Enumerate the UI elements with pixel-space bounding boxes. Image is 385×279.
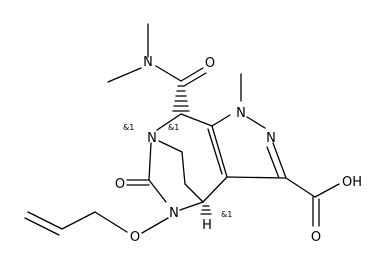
bond-ch2-bridgehead (184, 183, 204, 203)
atom-n-lactam: N (169, 206, 179, 221)
atom-n-amide: N (143, 55, 153, 70)
atom-n2: N (266, 131, 276, 146)
bridgehead-h-hash (200, 205, 212, 215)
stereo-labels: &1 &1 &1 (123, 123, 232, 219)
stereo-label-c-bridgehead: &1 (221, 210, 232, 219)
bond-allyl-db-a (27, 211, 63, 230)
atom-oh: OH (342, 175, 362, 190)
atom-o-acid: O (311, 230, 321, 245)
atom-labels: N O N N N O N O OH O H (115, 55, 362, 245)
atom-n1: N (236, 106, 246, 121)
bond-calpha-c7a (180, 113, 213, 127)
bond-cooh-oh (314, 183, 340, 198)
bond-carbonyl-o-b (183, 72, 207, 87)
atom-o-amide: O (205, 56, 215, 71)
atom-o-lactam: O (115, 177, 125, 192)
bond-c3-cooh (285, 177, 316, 198)
bond-nbridge-co (148, 142, 152, 181)
stereo-label-c-alpha: &1 (168, 123, 179, 132)
bond-n2-c3-a (272, 142, 287, 179)
bond-c3a-c7a-a (211, 125, 228, 178)
bond-allyl-db-b (24, 217, 60, 236)
bond-nme-left (107, 67, 142, 83)
bond-n1-n2 (246, 116, 266, 129)
bond-nlactam-bridgehead (179, 201, 204, 211)
bond-co-nlactam (148, 179, 167, 203)
atom-n-bridge: N (147, 131, 157, 146)
bond-lines (24, 23, 340, 236)
bond-calpha-nbridge (156, 113, 182, 131)
atom-h-bridgehead: H (202, 218, 212, 233)
bond-c7a-n1 (211, 114, 231, 127)
bond-c3a-c7a-b (207, 128, 223, 175)
atom-o-ether: O (130, 230, 140, 245)
bond-n-carbonyl (155, 65, 182, 82)
stereo-label-bridge-n: &1 (123, 123, 134, 132)
bond-n2-c3-b (266, 146, 280, 179)
hashed-wedge-bond (172, 85, 190, 112)
bond-allyl-ch (61, 211, 96, 230)
bond-nbridge-ch2 (158, 140, 183, 153)
bond-c3-c3a (226, 176, 287, 179)
bond-nlactam-o (141, 217, 169, 234)
bond-ch2-ch2 (181, 151, 186, 185)
bond-o-ch2 (94, 211, 128, 233)
bond-carbonyl-o-a (180, 67, 204, 82)
bond-c3a-bridgehead (202, 176, 228, 203)
